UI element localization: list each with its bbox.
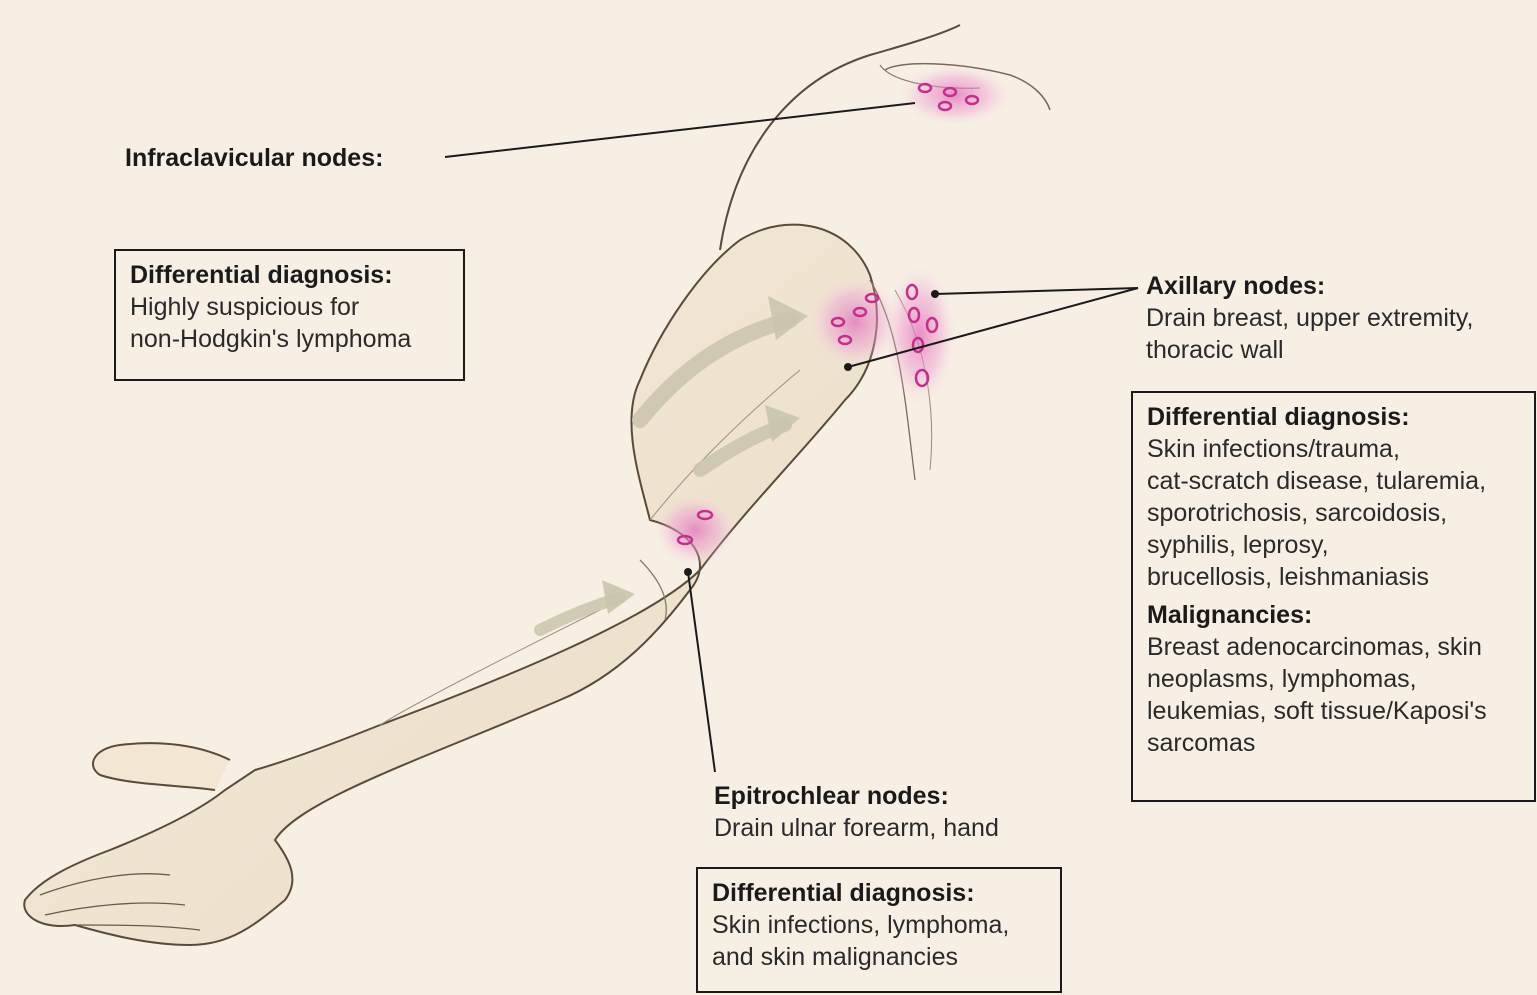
axillary-dd-line: syphilis, leprosy, — [1147, 529, 1520, 561]
axillary-leader-upper — [935, 288, 1138, 294]
infraclavicular-dd-box: Differential diagnosis: Highly suspiciou… — [114, 249, 465, 381]
infraclavicular-title: Infraclavicular nodes: — [125, 144, 383, 172]
axillary-dd-line: Skin infections/trauma, — [1147, 433, 1520, 465]
axillary-leader-dot-upper — [931, 290, 939, 298]
axillary-malignancies-line: neoplasms, lymphomas, — [1147, 663, 1520, 695]
axillary-dd-line: sporotrichosis, sarcoidosis, — [1147, 497, 1520, 529]
axillary-desc-line: thoracic wall — [1146, 334, 1473, 366]
epitrochlear-node-cluster — [655, 495, 735, 565]
axillary-desc-line: Drain breast, upper extremity, — [1146, 302, 1473, 334]
axillary-malignancies-line: leukemias, soft tissue/Kaposi's — [1147, 695, 1520, 727]
axillary-malignancies-line: Breast adenocarcinomas, skin — [1147, 631, 1520, 663]
axillary-dd-box: Differential diagnosis: Skin infections/… — [1131, 391, 1536, 802]
infraclavicular-dd-title: Differential diagnosis: — [130, 259, 449, 291]
epitrochlear-dd-title: Differential diagnosis: — [712, 877, 1046, 909]
epitrochlear-dd-line: Skin infections, lymphoma, — [712, 909, 1046, 941]
infraclavicular-leader — [445, 103, 915, 157]
infraclavicular-dd-line: Highly suspicious for — [130, 291, 449, 323]
axillary-dd-line: brucellosis, leishmaniasis — [1147, 561, 1520, 593]
infraclavicular-node-cluster — [900, 65, 1010, 125]
epitrochlear-leader-dot — [684, 568, 692, 576]
axillary-malignancies-line: sarcomas — [1147, 727, 1520, 759]
epitrochlear-desc: Drain ulnar forearm, hand — [714, 812, 999, 844]
thumb — [93, 743, 230, 790]
infraclavicular-label: Infraclavicular nodes: — [125, 142, 383, 174]
axillary-dd-line: cat-scratch disease, tularemia, — [1147, 465, 1520, 497]
infraclavicular-dd-line: non-Hodgkin's lymphoma — [130, 323, 449, 355]
axillary-label: Axillary nodes: Drain breast, upper extr… — [1146, 270, 1473, 366]
flow-arrowhead-lower — [602, 580, 635, 614]
epitrochlear-leader — [688, 572, 715, 772]
epitrochlear-dd-line: and skin malignancies — [712, 941, 1046, 973]
axillary-dd-title: Differential diagnosis: — [1147, 401, 1520, 433]
epitrochlear-dd-box: Differential diagnosis: Skin infections,… — [696, 867, 1062, 993]
axillary-leader-dot-lower — [844, 363, 852, 371]
axillary-malignancies-title: Malignancies: — [1147, 599, 1520, 631]
epitrochlear-title: Epitrochlear nodes: — [714, 780, 999, 812]
neck-outline — [720, 25, 960, 250]
epitrochlear-label: Epitrochlear nodes: Drain ulnar forearm,… — [714, 780, 999, 844]
axillary-title: Axillary nodes: — [1146, 270, 1473, 302]
